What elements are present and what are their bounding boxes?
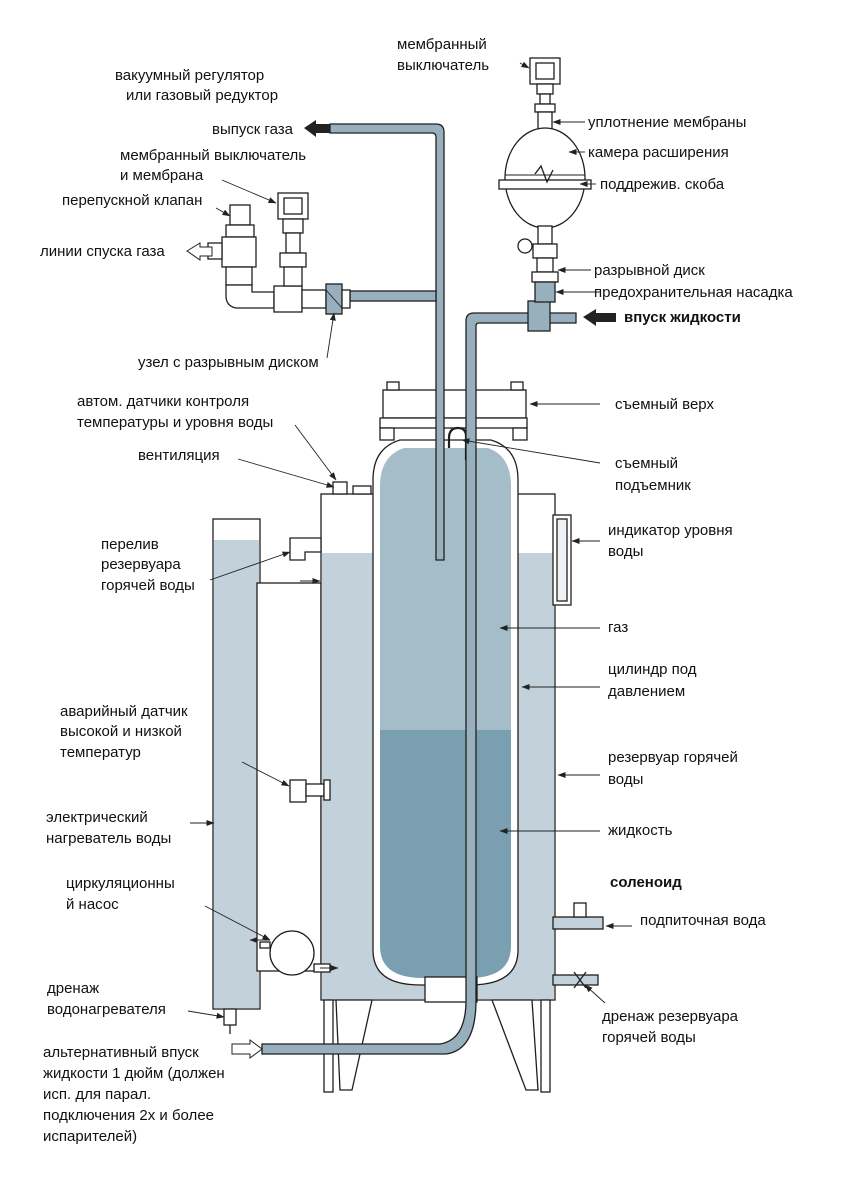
label-solenoid: соленоид — [610, 874, 682, 891]
alt-inlet-arrow — [231, 1039, 263, 1059]
emergency-sensor — [289, 779, 307, 803]
gas-space — [380, 448, 511, 730]
removable-top — [382, 389, 527, 419]
label-gas: газ — [608, 619, 628, 636]
support-bracket — [498, 179, 592, 190]
bypass-valve — [229, 204, 251, 226]
liquid-inlet-pipe — [261, 300, 577, 1055]
return-loop — [256, 582, 322, 972]
label-membrane-seal: уплотнение мембраны — [588, 114, 746, 131]
circulation-pump — [269, 930, 315, 976]
label-liquid-inlet: впуск жидкости — [624, 309, 741, 326]
label-liquid: жидкость — [608, 822, 673, 839]
label-safety-nozzle: предохранительная насадка — [594, 284, 793, 301]
label-bypass-valve: перепускной клапан — [62, 192, 202, 209]
reservoir-drain-pipe — [552, 974, 599, 986]
pressure-cylinder — [372, 381, 528, 1003]
expansion-chamber-assembly — [498, 57, 592, 303]
sensors-and-pump — [259, 779, 331, 976]
gas-valve-assembly — [207, 192, 351, 315]
electric-heater — [212, 518, 261, 1034]
leader-lines — [187, 61, 632, 1019]
label-ventilation: вентиляция — [138, 447, 220, 464]
label-support-bracket: поддрежив. скоба — [600, 176, 725, 193]
overflow-pipe — [289, 537, 322, 561]
liquid-space — [380, 730, 511, 978]
gas-drain-arrow — [186, 242, 213, 261]
safety-nozzle — [534, 281, 556, 303]
label-gas-drain-lines: линии спуска газа — [40, 243, 165, 260]
label-gas-outlet: выпуск газа — [212, 121, 294, 138]
gas-outlet-arrow — [304, 120, 330, 137]
label-removable-top: съемный верх — [615, 396, 714, 413]
label-expansion-chamber: камера расширения — [588, 144, 729, 161]
label-rupture-disc-assembly: узел с разрывным диском — [138, 354, 319, 371]
heater-water — [214, 540, 259, 1008]
solenoid-valve — [573, 902, 587, 918]
rupture-disc — [531, 271, 559, 283]
liquid-inlet-arrow — [583, 309, 616, 326]
vent-pipe — [332, 481, 348, 495]
label-rupture-disc: разрывной диск — [594, 262, 705, 279]
makeup-water-pipe — [552, 916, 604, 930]
label-makeup-water: подпиточная вода — [640, 912, 766, 929]
